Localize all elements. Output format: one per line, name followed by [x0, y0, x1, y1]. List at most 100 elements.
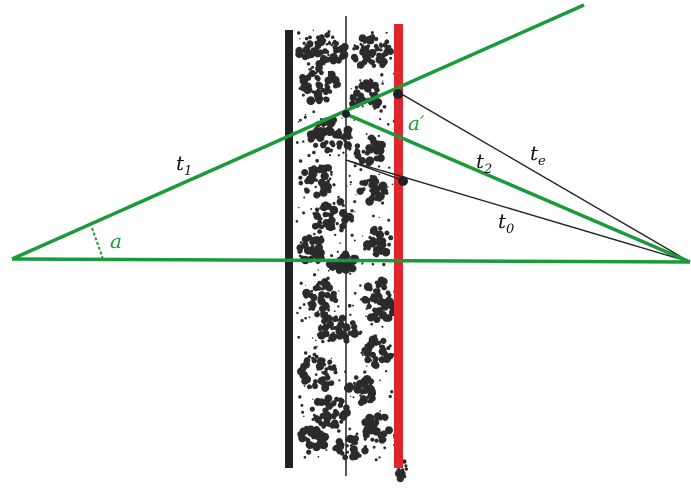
- speckle: [374, 186, 381, 193]
- speckle: [386, 346, 391, 351]
- speckle: [374, 87, 380, 93]
- speckle: [342, 151, 345, 154]
- speckle: [342, 454, 349, 461]
- speckle: [312, 110, 316, 114]
- speckle: [339, 314, 346, 322]
- speckle: [377, 134, 380, 138]
- speckle: [359, 42, 363, 46]
- speckle: [309, 300, 313, 304]
- speckle: [367, 286, 373, 292]
- label-te: te: [530, 141, 546, 169]
- speckle: [370, 312, 378, 321]
- speckle: [364, 150, 370, 156]
- speckle: [314, 311, 320, 318]
- speckle: [311, 356, 315, 360]
- speckle: [376, 298, 384, 306]
- speckle: [376, 416, 379, 420]
- speckle: [298, 254, 302, 258]
- speckle: [311, 65, 315, 69]
- speckle: [321, 282, 325, 286]
- t0-inner-line: [345, 159, 403, 181]
- speckle: [321, 139, 323, 141]
- speckle: [305, 441, 312, 448]
- speckle: [379, 43, 383, 48]
- speckle: [312, 398, 314, 400]
- speckle: [349, 436, 352, 439]
- speckle: [308, 69, 316, 78]
- speckle: [387, 242, 391, 247]
- speckle: [303, 115, 307, 119]
- speckle: [332, 54, 338, 60]
- speckle: [331, 35, 335, 39]
- speckle: [373, 300, 378, 304]
- speckle: [309, 442, 316, 448]
- speckle: [336, 332, 344, 340]
- speckle: [379, 100, 382, 103]
- speckle: [326, 287, 331, 292]
- speckle: [378, 173, 381, 176]
- speckle: [315, 283, 319, 286]
- speckle: [313, 293, 316, 297]
- speckle: [325, 403, 330, 407]
- speckle: [353, 200, 357, 204]
- speckle: [327, 365, 333, 371]
- speckle: [321, 205, 326, 211]
- speckle: [355, 97, 362, 104]
- speckle: [338, 290, 340, 292]
- speckle: [366, 395, 370, 399]
- speckle: [298, 395, 302, 399]
- speckle: [311, 222, 319, 230]
- speckle: [345, 444, 349, 448]
- speckle: [302, 434, 305, 438]
- speckle: [349, 445, 358, 454]
- speckle: [368, 78, 372, 82]
- speckle: [302, 41, 306, 45]
- speckle: [316, 211, 319, 214]
- speckle: [357, 453, 362, 458]
- speckle: [316, 359, 321, 364]
- speckle: [315, 159, 319, 163]
- speckle: [303, 357, 311, 364]
- speckle: [326, 119, 336, 128]
- label-a: a: [110, 229, 122, 253]
- speckle: [312, 29, 314, 31]
- speckle: [335, 447, 341, 453]
- speckle: [299, 118, 302, 122]
- speckle: [370, 86, 374, 89]
- speckle: [373, 192, 378, 196]
- speckle: [384, 39, 390, 45]
- speckle: [361, 105, 364, 108]
- speckle: [316, 126, 319, 129]
- speckle: [343, 130, 345, 132]
- speckle: [334, 81, 341, 88]
- speckle: [380, 277, 388, 286]
- speckle: [371, 360, 379, 369]
- speckle: [377, 432, 379, 435]
- speckle: [332, 364, 337, 369]
- speckle: [378, 234, 381, 237]
- speckle: [342, 216, 348, 221]
- speckle: [356, 61, 365, 69]
- speckle: [303, 385, 306, 387]
- speckle: [328, 154, 332, 157]
- speckle: [365, 56, 370, 61]
- speckle: [362, 79, 370, 87]
- speckle: [310, 289, 314, 293]
- speckle: [374, 318, 379, 323]
- speckle: [387, 123, 390, 126]
- speckle: [339, 132, 342, 135]
- speckle: [334, 315, 338, 320]
- speckle: [298, 159, 303, 163]
- speckle: [322, 285, 327, 290]
- speckle: [324, 32, 331, 38]
- speckle: [388, 235, 394, 241]
- speckle: [299, 74, 306, 81]
- speckle: [374, 46, 380, 52]
- speckle: [402, 459, 407, 464]
- speckle: [374, 458, 378, 462]
- speckle: [355, 194, 357, 196]
- speckle: [328, 72, 332, 76]
- speckle: [298, 87, 302, 91]
- speckle: [324, 146, 331, 153]
- speckle: [376, 147, 385, 155]
